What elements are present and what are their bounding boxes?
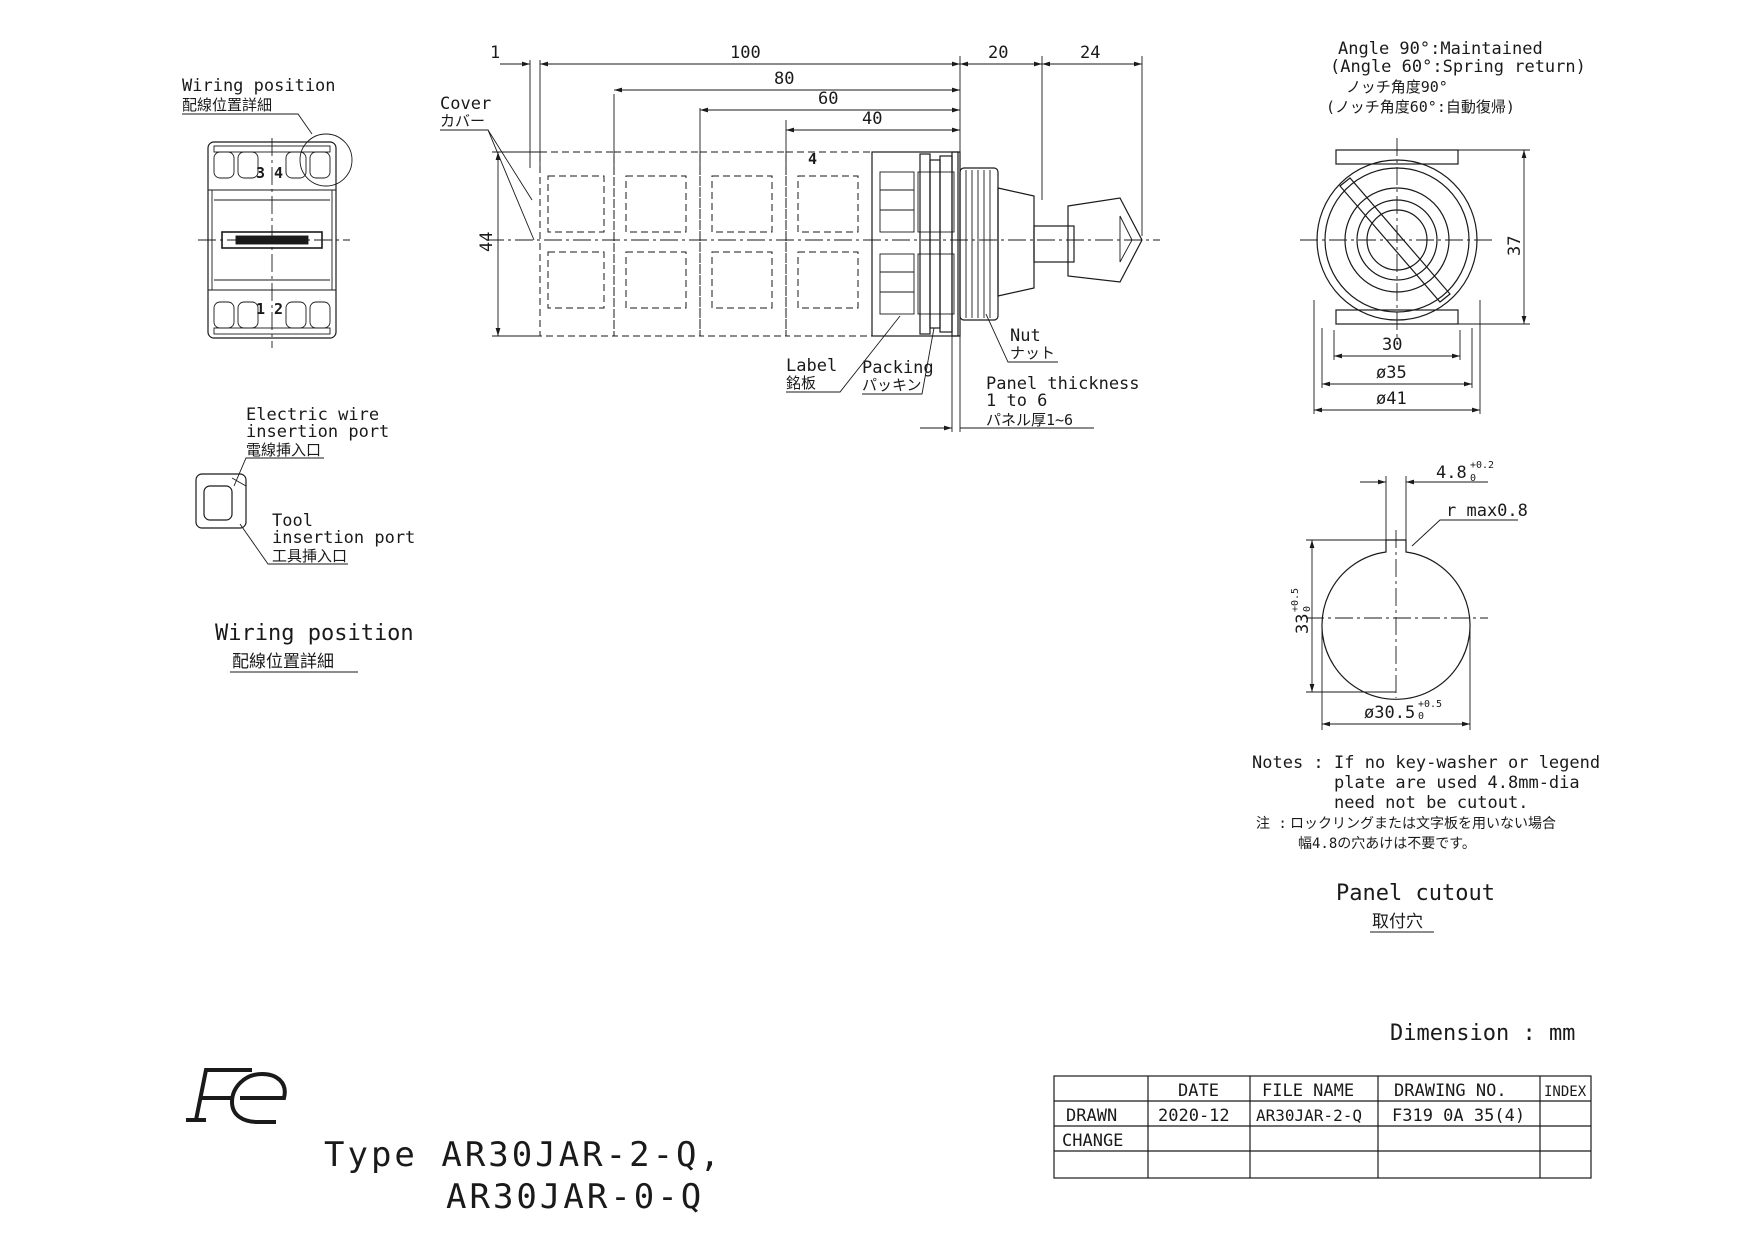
cutout-diameter: ø30.5 [1364,703,1415,723]
nut-label-en: Nut [1010,326,1041,346]
notes-jp-label: 注 : [1256,816,1287,832]
cutout-height-tol-lo: 0 [1302,606,1313,612]
label-label-en: Label [786,356,837,376]
header-date: DATE [1178,1081,1219,1101]
notes-label: Notes : [1252,753,1324,773]
cutout-dia-tol-up: +0.5 [1418,699,1442,710]
terminal-label-top: 3 4 [256,164,283,182]
notes-en-1: If no key-washer or legend [1334,753,1600,773]
port-detail: Electric wire insertion port 電線挿入口 Tool … [195,405,415,673]
dim-37: 37 [1505,236,1525,256]
dim-24: 24 [1080,43,1100,63]
fe-logo [186,1068,287,1124]
dim-44: 44 [477,232,497,252]
notes-jp-2: 幅4.8の穴あけは不要です。 [1298,836,1476,852]
dim-60: 60 [818,89,838,109]
angle-en-1: Angle 90°:Maintained [1338,39,1543,59]
notes-jp-1: ロックリングまたは文字板を用いない場合 [1290,816,1556,832]
wire-port-jp: 電線挿入口 [246,441,321,459]
contact-blocks-optional [539,151,873,337]
cutout-key-tol-lo: 0 [1470,473,1476,484]
cutout-height-tol-up: +0.5 [1290,588,1301,612]
dim-d35: ø35 [1376,363,1407,383]
cutout-radius: r max0.8 [1446,501,1528,521]
row-drawn-drawing-no: F319 0A 35(4) [1392,1106,1525,1126]
dim-20: 20 [988,43,1008,63]
wiring-callout-jp: 配線位置詳細 [182,96,272,114]
header-drawing-no: DRAWING NO. [1394,1081,1507,1101]
cutout-dia-tol-lo: 0 [1418,711,1424,722]
tool-port-jp: 工具挿入口 [272,547,347,565]
terminal-label-bottom: 1 2 [256,300,283,318]
terminal-mark: 4 [808,150,817,168]
notes-en-2: plate are used 4.8mm-dia [1334,773,1580,793]
type-line-2: AR30JAR-0-Q [446,1177,704,1217]
panel-cutout-view: 4.8 +0.2 0 r max0.8 33 +0.5 0 ø30.5 +0.5… [1252,460,1600,933]
wire-port-en-2: insertion port [246,422,389,442]
cover-label-jp: カバー [440,112,485,130]
title-block: DATE FILE NAME DRAWING NO. INDEX DRAWN 2… [1053,1075,1592,1179]
cover-label-en: Cover [440,94,491,114]
wire-port-en-1: Electric wire [246,405,379,425]
row-drawn-date: 2020-12 [1158,1106,1230,1126]
cutout-title-jp: 取付穴 [1372,912,1423,932]
header-index: INDEX [1544,1084,1587,1100]
packing-label-en: Packing [862,358,934,378]
angle-en-2: (Angle 60°:Spring return) [1330,57,1586,77]
cutout-key-width: 4.8 [1436,463,1467,483]
row-drawn-label: DRAWN [1066,1106,1117,1126]
label-label-jp: 銘板 [786,374,816,392]
contact-block: 4 [808,150,959,337]
dim-d41: ø41 [1376,389,1407,409]
dim-100: 100 [730,43,761,63]
cutout-height: 33 [1293,614,1313,634]
tool-port-en-1: Tool [272,511,313,531]
panel-label-jp: パネル厚1~6 [986,411,1073,429]
wiring-position-view: Wiring position 配線位置詳細 3 4 1 2 [182,76,353,348]
wiring-callout-en: Wiring position [182,76,336,96]
packing-label-jp: パッキン [862,376,922,394]
wiring-title-jp: 配線位置詳細 [232,652,334,672]
panel-label-en-1: Panel thickness [986,374,1140,394]
header-file-name: FILE NAME [1262,1081,1354,1101]
dim-30: 30 [1382,335,1402,355]
angle-jp-2: (ノッチ角度60°:自動復帰) [1326,98,1515,116]
wiring-title-en: Wiring position [215,621,414,646]
side-view: 1 100 20 24 80 60 40 44 Cover カバー [440,43,1160,432]
row-change-label: CHANGE [1062,1131,1123,1151]
nut-label-jp: ナット [1010,344,1055,362]
row-drawn-file: AR30JAR-2-Q [1256,1106,1362,1125]
dim-80: 80 [774,69,794,89]
tool-port-en-2: insertion port [272,528,415,548]
panel-label-en-2: 1 to 6 [986,391,1047,411]
dim-40: 40 [862,109,882,129]
dimension-unit: Dimension : mm [1390,1021,1575,1046]
cutout-key-tol-up: +0.2 [1470,460,1494,471]
notes-en-3: need not be cutout. [1334,793,1528,813]
cutout-title-en: Panel cutout [1336,881,1495,906]
angle-jp-1: ノッチ角度90° [1346,78,1448,96]
type-line-1: Type AR30JAR-2-Q, [324,1135,723,1175]
dim-1: 1 [490,43,500,63]
front-view: Angle 90°:Maintained (Angle 60°:Spring r… [1300,39,1586,414]
